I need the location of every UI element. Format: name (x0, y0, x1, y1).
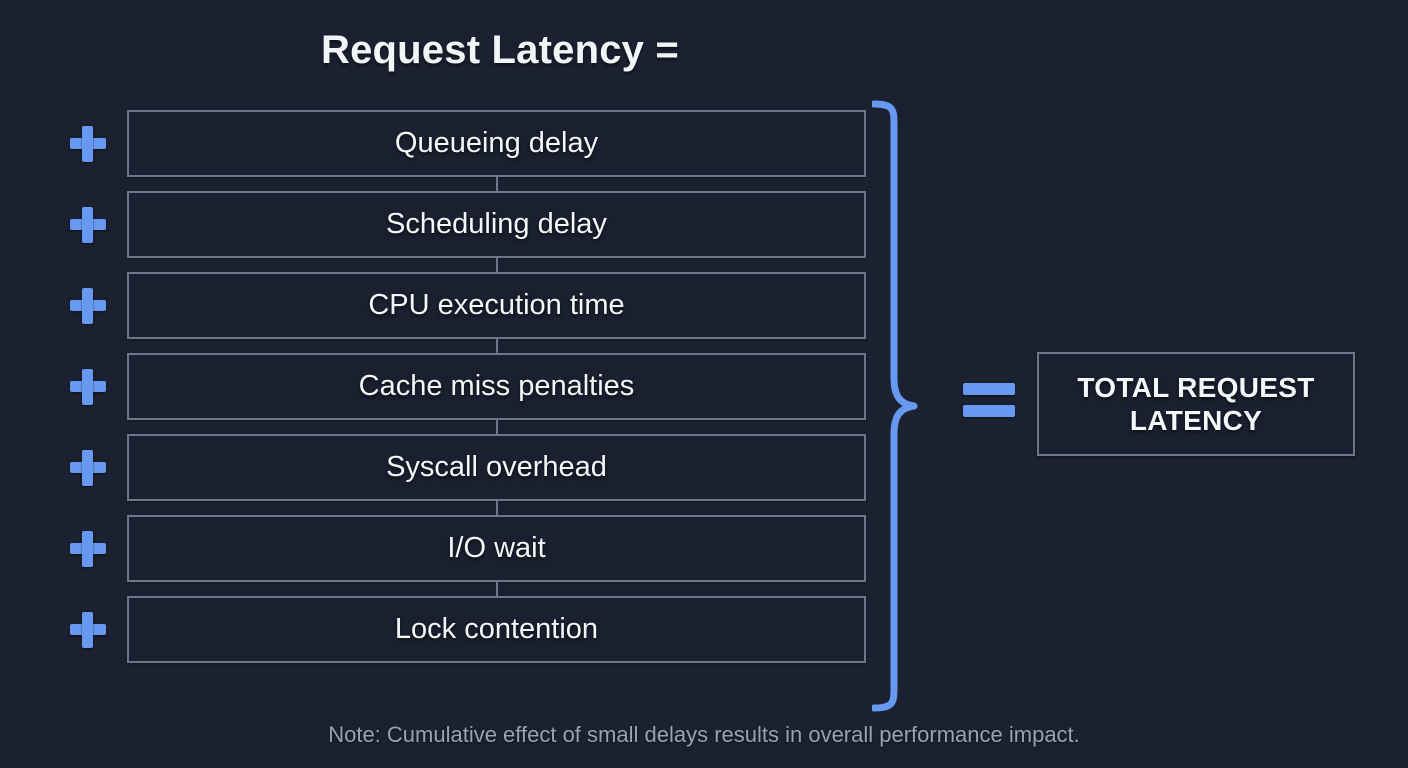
term-label: Cache miss penalties (358, 370, 635, 402)
total-result-label: TOTAL REQUEST LATENCY (1077, 371, 1314, 437)
connector-line (495, 258, 498, 272)
list-item[interactable]: Lock contention (70, 596, 866, 663)
term-box[interactable]: Queueing delay (127, 110, 866, 177)
term-label: Syscall overhead (386, 451, 607, 483)
term-box[interactable]: Cache miss penalties (127, 353, 866, 420)
connector-line (495, 177, 498, 191)
latency-terms-list: Queueing delay Scheduling delay CPU exec… (70, 110, 866, 663)
total-result-line1: TOTAL REQUEST (1077, 371, 1315, 403)
term-box[interactable]: Syscall overhead (127, 434, 866, 501)
plus-icon (70, 530, 106, 567)
total-result-box[interactable]: TOTAL REQUEST LATENCY (1037, 352, 1355, 456)
term-box[interactable]: I/O wait (127, 515, 866, 582)
equals-icon (963, 383, 1015, 419)
term-box[interactable]: Scheduling delay (127, 191, 866, 258)
term-box[interactable]: Lock contention (127, 596, 866, 663)
list-item[interactable]: CPU execution time (70, 272, 866, 353)
plus-icon (70, 611, 106, 648)
connector-line (495, 420, 498, 434)
term-label: I/O wait (447, 532, 546, 564)
list-item[interactable]: Cache miss penalties (70, 353, 866, 434)
connector-line (495, 501, 498, 515)
list-item[interactable]: Queueing delay (70, 110, 866, 191)
equals-bar-top (963, 383, 1015, 395)
page-title: Request Latency = (321, 28, 679, 72)
list-item[interactable]: Syscall overhead (70, 434, 866, 515)
footnote: Note: Cumulative effect of small delays … (328, 722, 1080, 747)
term-label: Lock contention (394, 613, 599, 645)
equals-bar-bottom (963, 405, 1015, 417)
term-label: Queueing delay (394, 127, 599, 159)
connector-line (495, 582, 498, 596)
plus-icon (70, 368, 106, 405)
term-box[interactable]: CPU execution time (127, 272, 866, 339)
curly-brace-icon (872, 100, 918, 712)
list-item[interactable]: Scheduling delay (70, 191, 866, 272)
plus-icon (70, 206, 106, 243)
term-label: CPU execution time (368, 289, 625, 321)
total-result-line2: LATENCY (1129, 405, 1263, 436)
plus-icon (70, 287, 106, 324)
plus-icon (70, 125, 106, 162)
list-item[interactable]: I/O wait (70, 515, 866, 596)
term-label: Scheduling delay (386, 208, 607, 240)
plus-icon (70, 449, 106, 486)
connector-line (495, 339, 498, 353)
